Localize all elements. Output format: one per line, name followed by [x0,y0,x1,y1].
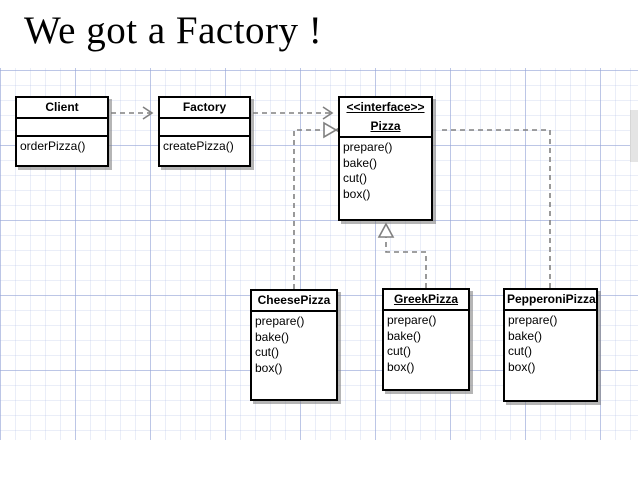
scrollbar[interactable] [630,110,638,162]
attributes-compartment-factory [160,119,249,135]
class-name-pizza: Pizza [370,119,401,133]
arrowhead-open-factory [142,106,154,120]
operation: bake() [508,328,543,343]
operations-compartment-client: orderPizza() [17,137,107,157]
arrowhead-open-pizza [322,106,334,120]
operation: prepare() [343,140,393,154]
divider [252,310,336,312]
class-name-factory: Factory [182,100,227,114]
class-name-cheesepizza: CheesePizza [257,293,331,307]
operation: cut() [387,344,411,358]
operation: box() [255,360,283,375]
operations-compartment-greekpizza: prepare() bake() cut() box() [384,311,468,377]
operation: orderPizza() [20,139,86,153]
operation: box() [387,359,415,374]
operation: box() [508,359,536,374]
stereotype-pizza: <<interface>> [346,100,425,114]
operation: cut() [508,344,532,358]
class-name-client: Client [45,100,79,114]
operation: prepare() [255,314,305,328]
edge-greek-pizza [385,232,427,288]
class-name-greekpizza: GreekPizza [393,292,459,306]
edge-cheese-pizza [293,129,330,289]
operations-compartment-cheesepizza: prepare() bake() cut() box() [252,312,336,378]
operation: cut() [255,345,279,359]
operation: cut() [343,171,367,185]
operations-compartment-pizza: prepare() bake() cut() box() [340,138,431,204]
uml-class-pepperonipizza[interactable]: PepperoniPizza prepare() bake() cut() bo… [503,288,598,402]
divider [17,117,107,119]
operation: box() [343,186,371,201]
operations-compartment-pepperonipizza: prepare() bake() cut() box() [505,311,596,377]
operation: prepare() [508,313,558,327]
operation: bake() [343,155,378,170]
operation: bake() [387,328,422,343]
uml-class-cheesepizza[interactable]: CheesePizza prepare() bake() cut() box() [250,289,338,401]
page-title: We got a Factory ! [24,9,323,52]
edge-pepperoni-pizza [442,129,551,288]
divider [160,135,249,137]
divider [340,136,431,138]
divider [17,135,107,137]
operations-compartment-factory: createPizza() [160,137,249,157]
class-name-pepperonipizza: PepperoniPizza [507,292,596,306]
divider [384,309,468,311]
divider [505,309,596,311]
uml-interface-pizza[interactable]: <<interface>> Pizza prepare() bake() cut… [338,96,433,221]
arrowhead-triangle-cheese [323,121,338,139]
operation: prepare() [387,313,437,327]
operation: createPizza() [163,139,234,153]
attributes-compartment-client [17,119,107,135]
operation: bake() [255,329,290,344]
uml-class-client[interactable]: Client orderPizza() [15,96,109,167]
arrowhead-triangle-greek [377,222,395,238]
uml-class-factory[interactable]: Factory createPizza() [158,96,251,167]
divider [160,117,249,119]
uml-class-greekpizza[interactable]: GreekPizza prepare() bake() cut() box() [382,288,470,391]
